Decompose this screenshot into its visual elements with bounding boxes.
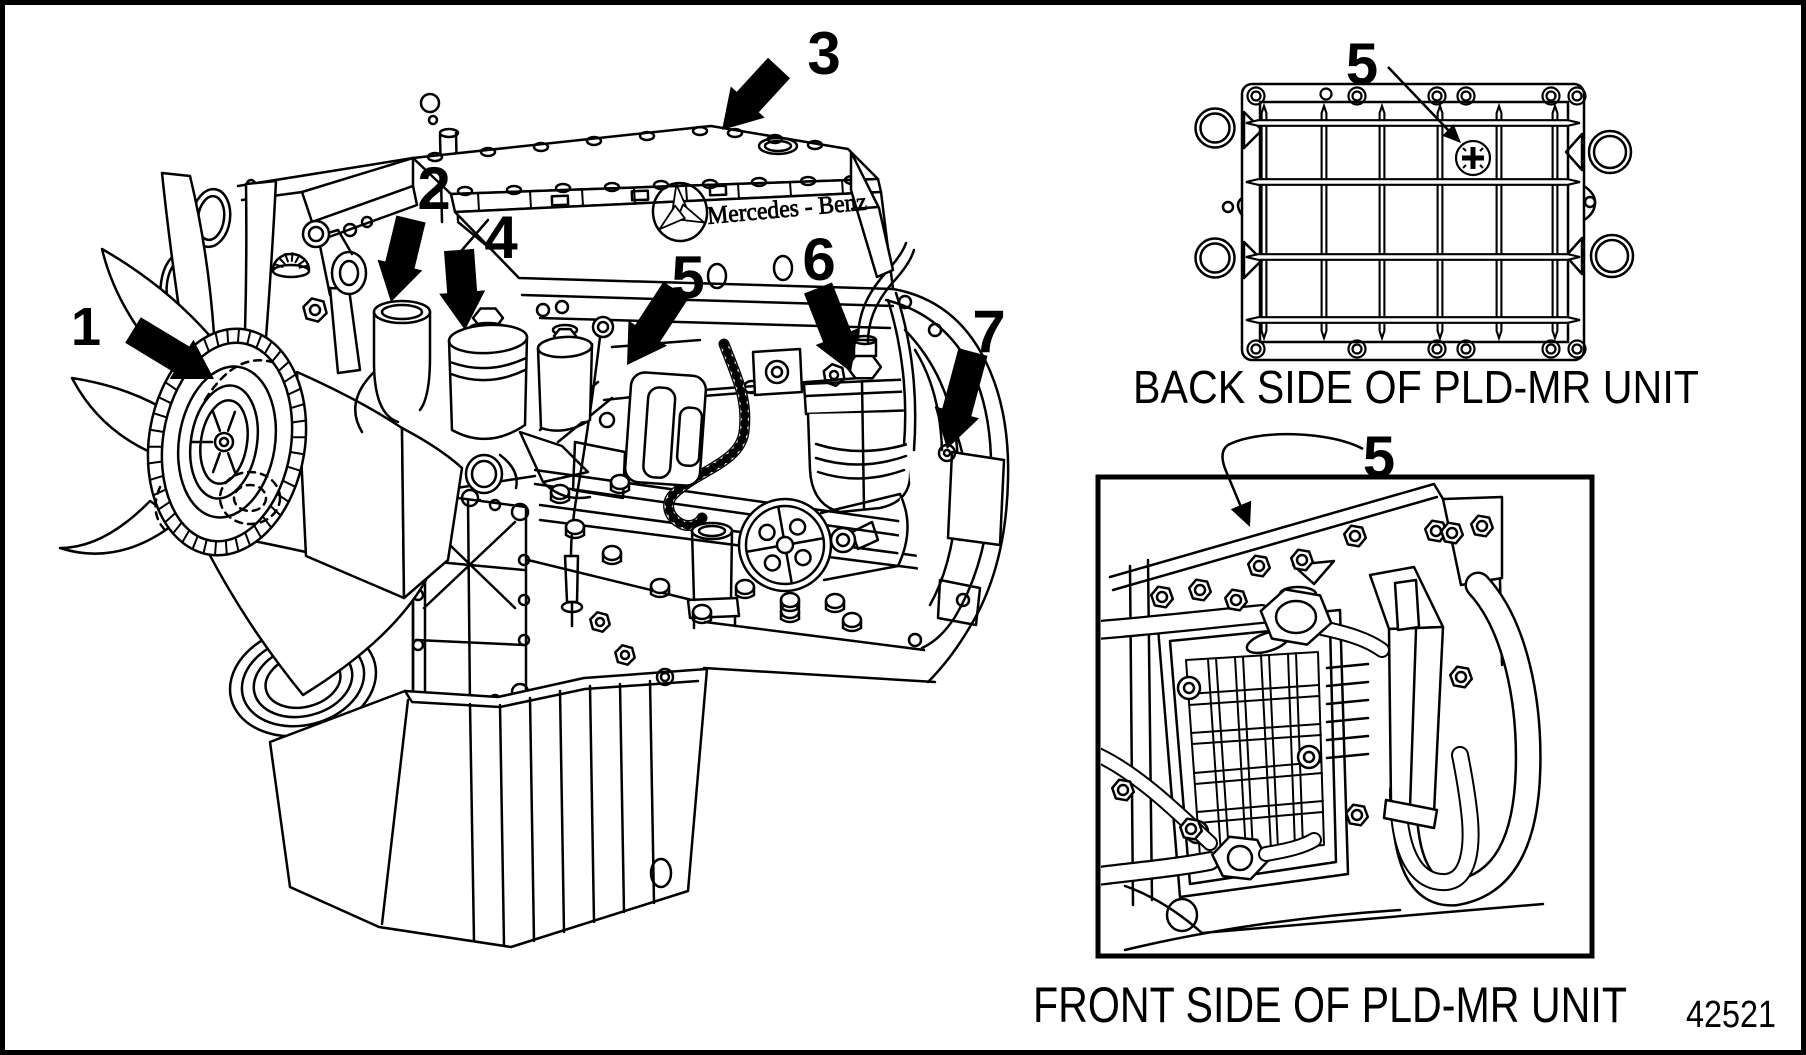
svg-text:2: 2 xyxy=(417,155,450,222)
svg-text:4: 4 xyxy=(484,204,518,271)
svg-text:7: 7 xyxy=(972,298,1005,365)
svg-text:3: 3 xyxy=(807,20,840,87)
svg-text:5: 5 xyxy=(1363,425,1395,490)
svg-text:1: 1 xyxy=(71,297,101,357)
svg-text:5: 5 xyxy=(1346,32,1378,97)
svg-text:FRONT SIDE OF PLD-MR UNIT: FRONT SIDE OF PLD-MR UNIT xyxy=(1033,977,1627,1033)
svg-text:5: 5 xyxy=(671,244,704,311)
svg-text:BACK SIDE OF PLD-MR UNIT: BACK SIDE OF PLD-MR UNIT xyxy=(1133,361,1699,413)
svg-text:6: 6 xyxy=(802,226,835,293)
svg-text:42521: 42521 xyxy=(1686,994,1776,1036)
